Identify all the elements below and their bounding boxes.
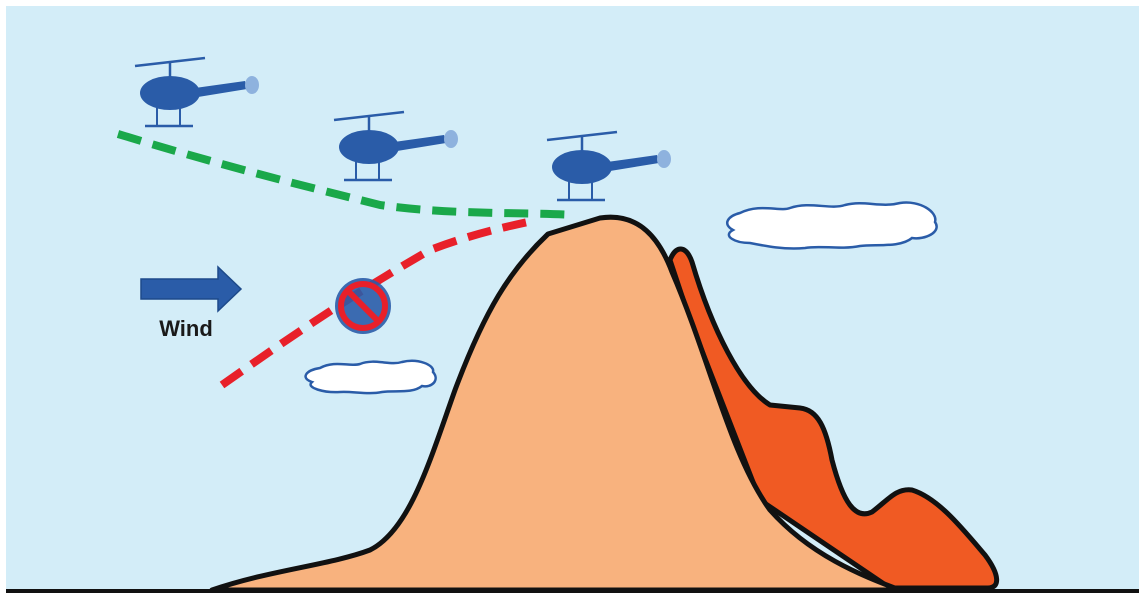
cloud-icon	[727, 203, 936, 249]
wind-label: Wind	[159, 316, 213, 341]
prohibited-icon	[335, 278, 391, 334]
cloud-icon	[306, 361, 436, 393]
